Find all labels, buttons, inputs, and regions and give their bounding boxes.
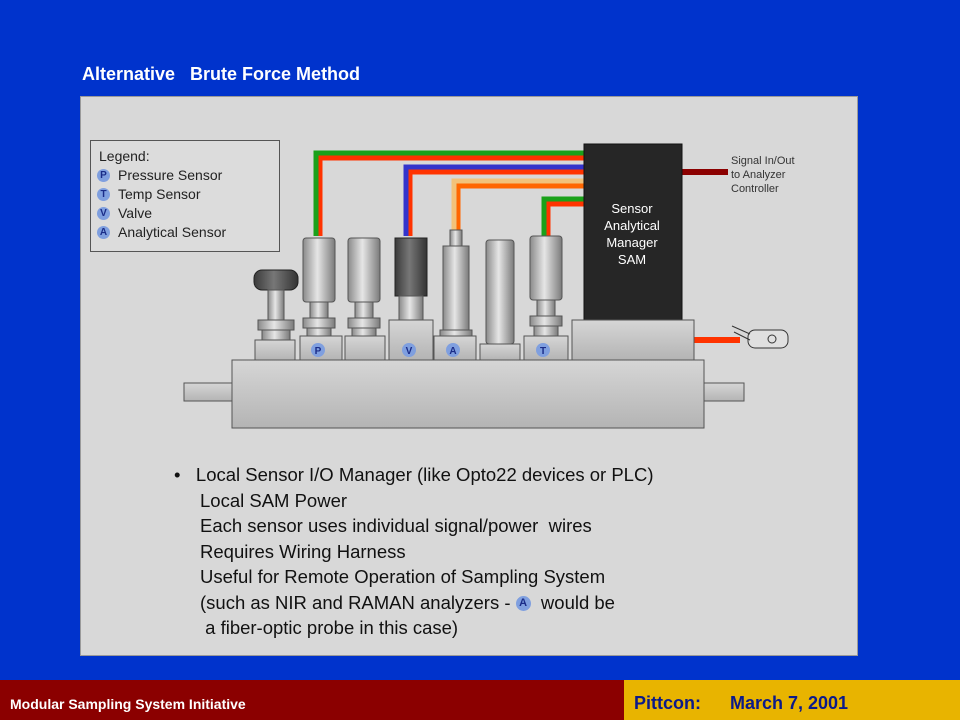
analytical-probe — [439, 229, 473, 337]
sam-label: Sensor Analytical Manager SAM — [586, 200, 678, 268]
event-date: March 7, 2001 — [730, 693, 849, 713]
bullet-line-text: (such as NIR and RAMAN analyzers - — [200, 591, 516, 613]
badge-icon: P — [97, 169, 110, 182]
wire-t-green — [541, 196, 585, 236]
hand-valve — [253, 269, 299, 341]
legend-item: V Valve — [97, 204, 279, 223]
signal-line: Controller — [731, 183, 779, 195]
legend-label: Analytical Sensor — [118, 224, 227, 240]
plain-cylinder — [485, 239, 515, 345]
sam-line: Analytical — [604, 218, 660, 233]
bullet-line: Local SAM Power — [200, 489, 348, 511]
power-plug-icon — [731, 325, 789, 349]
legend-item: T Temp Sensor — [97, 185, 279, 204]
legend-label: Pressure Sensor — [118, 167, 223, 183]
wire-p-red — [317, 155, 585, 236]
footer-title: Modular Sampling System Initiative — [10, 696, 246, 712]
slide-title: Alternative Brute Force Method — [82, 64, 361, 84]
bullet-line: • Local Sensor I/O Manager (like Opto22 … — [174, 462, 653, 488]
legend-heading: Legend: — [99, 148, 150, 164]
valve-actuator — [394, 237, 428, 321]
shaft-right — [701, 382, 745, 402]
bullet-line: (such as NIR and RAMAN analyzers - A wou… — [200, 590, 653, 616]
block-badges: P V A T — [311, 343, 550, 357]
pressure-sensor — [302, 237, 336, 337]
signal-line: to Analyzer — [731, 169, 786, 181]
wire-t-red — [545, 201, 585, 236]
badge-p: P — [315, 346, 322, 357]
badge-icon: A — [515, 596, 531, 612]
legend-box: Legend: P Pressure Sensor T Temp Sensor … — [90, 140, 280, 252]
bullet-line: Each sensor uses individual signal/power… — [200, 515, 592, 536]
shaft-left — [183, 382, 235, 402]
bullet-line-text: Local Sensor I/O Manager (like Opto22 de… — [195, 464, 654, 485]
wire-a-yellow — [451, 178, 585, 232]
sam-line: Sensor — [611, 201, 653, 216]
footer-event: Pittcon: March 7, 2001 — [624, 680, 960, 720]
legend-item: A Analytical Sensor — [97, 223, 279, 242]
legend-label: Temp Sensor — [118, 186, 201, 202]
bullet-line: Useful for Remote Operation of Sampling … — [200, 566, 606, 587]
second-sensor — [347, 237, 381, 337]
signal-line: Signal In/Out — [731, 155, 795, 167]
wire-v-red — [407, 169, 585, 236]
wire-a-orange — [455, 183, 585, 232]
event-label: Pittcon: — [634, 693, 701, 713]
wire-p-green — [313, 150, 585, 236]
sam-line: Manager — [606, 235, 658, 250]
badge-icon: V — [97, 207, 110, 220]
signal-wires — [313, 150, 740, 343]
legend-label: Valve — [118, 205, 152, 221]
badge-icon: T — [97, 188, 110, 201]
bullet-dot: • — [174, 464, 196, 485]
wire-v-blue — [403, 164, 585, 236]
badge-icon: A — [97, 226, 110, 239]
sam-box — [583, 143, 683, 325]
temp-sensor — [529, 235, 563, 337]
bullet-text: • Local Sensor I/O Manager (like Opto22 … — [174, 462, 653, 641]
bullet-line: a fiber-optic probe in this case) — [200, 617, 459, 638]
bullet-line-text: would be — [530, 591, 615, 613]
badge-t: T — [540, 346, 546, 357]
sam-line: SAM — [617, 252, 647, 267]
badge-a: A — [449, 346, 456, 357]
badge-v: V — [406, 346, 413, 357]
sam-base — [571, 319, 695, 361]
manifold-block — [231, 359, 705, 429]
legend-item: P Pressure Sensor — [97, 166, 279, 185]
bullet-line: Requires Wiring Harness — [200, 540, 406, 562]
signal-label: Signal In/Out to Analyzer Controller — [731, 154, 795, 196]
